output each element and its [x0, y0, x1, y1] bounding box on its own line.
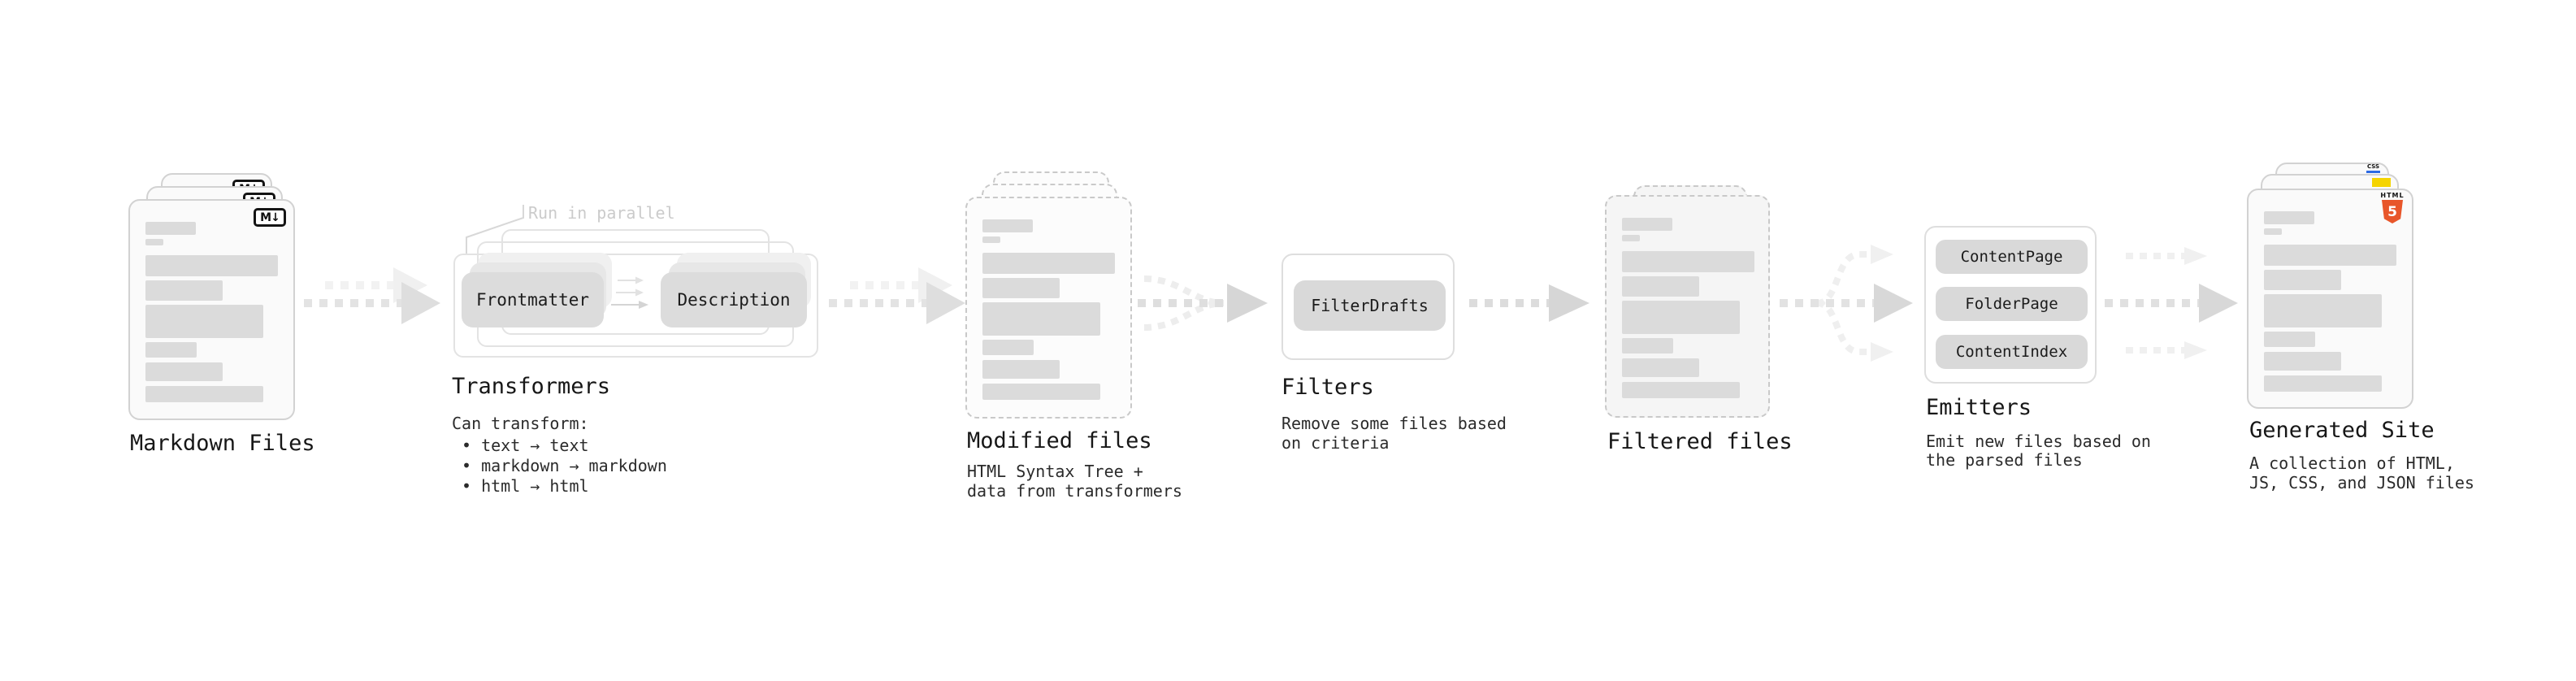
content-page-pill: ContentPage: [1936, 240, 2088, 274]
flow-arrow-transformers-to-modified: [829, 267, 965, 324]
js-file-icon: [2372, 178, 2391, 187]
run-in-parallel-note: Run in parallel: [528, 203, 675, 223]
generated-site-label: Generated Site: [2249, 418, 2435, 443]
description-line: on criteria: [1281, 433, 1390, 453]
doc-text-bar: [982, 236, 1000, 243]
html5-icon-shield: 5: [2382, 200, 2403, 223]
doc-text-bar: [1622, 358, 1699, 377]
doc-text-placeholder: [2249, 190, 2412, 392]
doc-text-bar: [2264, 294, 2382, 327]
emitters-description: Emit new files based on the parsed files: [1926, 432, 2151, 470]
doc-text-bar: [2264, 352, 2341, 371]
flow-arrow-emitters-to-generated: [2105, 247, 2238, 359]
html5-icon: HTML 5: [2380, 192, 2405, 223]
description-pill: Description: [661, 272, 807, 327]
filtered-file-card-front: [1605, 195, 1770, 418]
doc-text-placeholder: [967, 198, 1130, 400]
doc-text-bar: [2264, 332, 2315, 347]
doc-text-bar: [2264, 228, 2282, 235]
doc-text-bar: [982, 360, 1060, 379]
doc-text-bar: [982, 340, 1034, 355]
emitters-panel: ContentPage FolderPage ContentIndex: [1924, 226, 2097, 384]
doc-text-bar: [1622, 276, 1699, 297]
description-line: A collection of HTML,: [2249, 453, 2455, 473]
flow-arrow-modified-to-filters-merge: [1138, 275, 1268, 331]
parallel-transform-arrows: [611, 276, 648, 309]
doc-text-bar: [1622, 218, 1672, 231]
flow-arrow-markdown-to-transformers: [304, 267, 440, 324]
filter-drafts-pill: FilterDrafts: [1294, 280, 1446, 331]
flow-arrow-filtered-to-emitters-split: [1780, 245, 1913, 362]
doc-text-bar: [145, 280, 223, 301]
capability-item: • html → html: [462, 476, 589, 496]
doc-text-bar: [145, 239, 163, 245]
doc-text-bar: [1622, 235, 1640, 241]
description-line: data from transformers: [967, 481, 1182, 501]
doc-text-bar: [982, 384, 1100, 400]
capability-item: • text → text: [462, 436, 589, 455]
doc-text-bar: [2264, 375, 2382, 392]
doc-text-bar: [2264, 270, 2341, 290]
run-in-parallel-callout-line: [466, 205, 524, 254]
doc-text-bar: [2264, 245, 2396, 266]
doc-text-bar: [1622, 251, 1754, 272]
doc-text-bar: [2264, 211, 2314, 224]
modified-files-description: HTML Syntax Tree + data from transformer…: [967, 462, 1182, 501]
description-line: HTML Syntax Tree +: [967, 462, 1143, 481]
generated-site-description: A collection of HTML, JS, CSS, and JSON …: [2249, 453, 2474, 492]
doc-text-bar: [982, 219, 1033, 232]
doc-text-bar: [982, 278, 1060, 298]
doc-text-bar: [145, 305, 263, 338]
markdown-file-card-front: [128, 199, 295, 420]
filters-label: Filters: [1281, 375, 1374, 400]
modified-file-card-front: [965, 197, 1132, 419]
modified-files-label: Modified files: [967, 428, 1152, 453]
filtered-files-label: Filtered files: [1607, 429, 1793, 454]
markdown-icon: M↓: [254, 208, 286, 227]
doc-text-bar: [982, 253, 1115, 274]
description-line: Remove some files based: [1281, 414, 1507, 433]
doc-text-bar: [982, 302, 1100, 336]
folder-page-pill: FolderPage: [1936, 287, 2088, 321]
flow-arrow-filters-to-filtered: [1469, 284, 1589, 322]
transformers-capabilities-list: • text → text • markdown → markdown • ht…: [462, 436, 667, 497]
filters-panel: FilterDrafts: [1281, 254, 1455, 360]
markdown-files-label: Markdown Files: [130, 431, 315, 456]
filters-description: Remove some files based on criteria: [1281, 414, 1507, 453]
transformers-description: Can transform:: [452, 414, 589, 433]
doc-text-placeholder: [130, 201, 293, 402]
doc-text-bar: [145, 222, 196, 235]
description-line: the parsed files: [1926, 450, 2083, 470]
doc-text-placeholder: [1607, 197, 1768, 398]
doc-text-bar: [1622, 338, 1673, 354]
content-index-pill: ContentIndex: [1936, 335, 2088, 369]
description-line: Emit new files based on: [1926, 432, 2151, 451]
description-line: JS, CSS, and JSON files: [2249, 473, 2474, 492]
css-icon-word: CSS: [2366, 163, 2380, 170]
doc-text-bar: [145, 362, 223, 381]
frontmatter-pill: Frontmatter: [462, 272, 604, 327]
doc-text-bar: [1622, 382, 1740, 398]
css-file-icon: CSS: [2366, 164, 2380, 173]
css-icon-underline: [2366, 171, 2380, 173]
doc-text-bar: [1622, 301, 1740, 334]
emitters-label: Emitters: [1926, 395, 2032, 420]
doc-text-bar: [145, 386, 263, 402]
generated-file-card-front: [2247, 189, 2413, 409]
html5-icon-word: HTML: [2380, 192, 2405, 199]
transformer-run-box-front: [453, 254, 818, 358]
transformers-label: Transformers: [452, 374, 611, 399]
doc-text-bar: [145, 255, 278, 276]
capability-item: • markdown → markdown: [462, 456, 667, 475]
doc-text-bar: [145, 342, 197, 358]
